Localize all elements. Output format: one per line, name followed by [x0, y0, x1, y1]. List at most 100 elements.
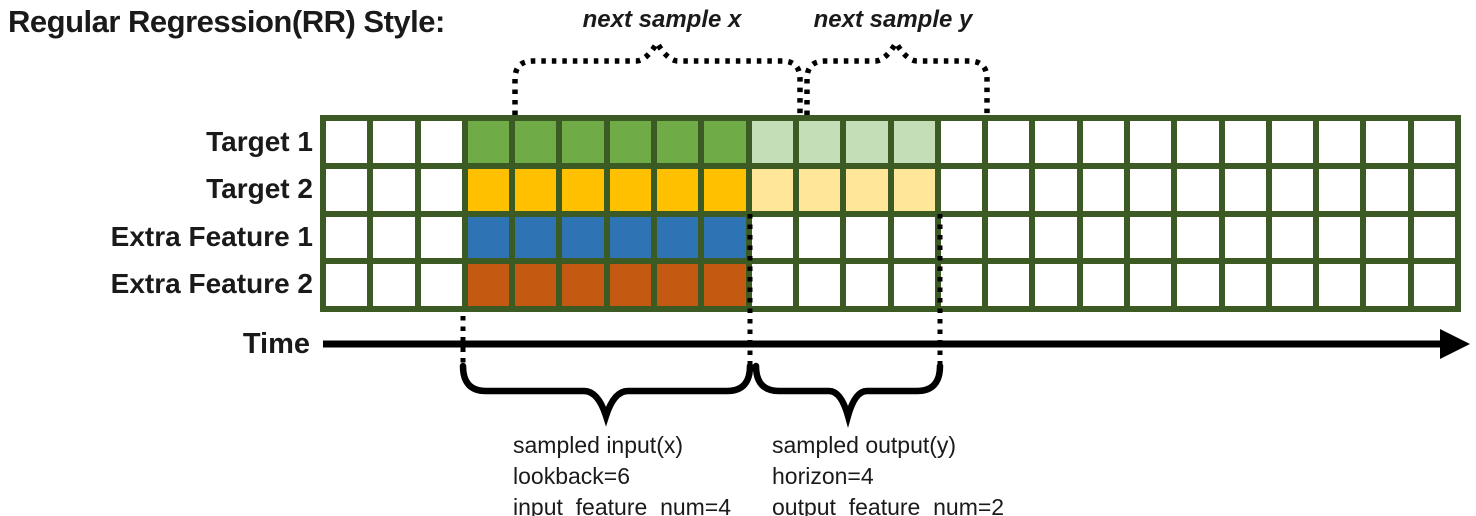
grid-cell [515, 216, 557, 259]
grid-cell [1224, 121, 1266, 163]
grid-cell [326, 168, 368, 211]
grid-cell [940, 216, 983, 259]
grid-cell [1271, 168, 1314, 211]
grid-cell [1366, 264, 1408, 306]
grid-cell [893, 121, 935, 163]
grid-cell [704, 121, 746, 163]
grid-cell [373, 216, 415, 259]
grid-cell [609, 121, 652, 163]
grid-cell [515, 264, 557, 306]
grid-cell [1271, 121, 1314, 163]
lookback-value: lookback=6 [513, 463, 630, 489]
grid-cell [657, 121, 699, 163]
next-sample-y-label: next sample y [813, 6, 973, 33]
grid-cell [1319, 216, 1361, 259]
row-label-extra-feature-2: Extra Feature 2 [110, 268, 313, 299]
grid-cell [1082, 121, 1124, 163]
grid-cell [1224, 264, 1266, 306]
sampled-input-brace [459, 362, 754, 427]
grid-cell [751, 216, 793, 259]
grid-cell [940, 264, 983, 306]
grid-cell [420, 168, 462, 211]
grid-cell [1177, 216, 1219, 259]
grid-cell [704, 264, 746, 306]
next-sample-x-label: next sample x [582, 6, 742, 33]
sampled-output-annotation: sampled output(y) horizon=4 output_featu… [772, 430, 1004, 516]
grid-cell [1129, 121, 1172, 163]
grid-cell [467, 168, 510, 211]
grid-cell [1177, 264, 1219, 306]
grid-cell [1366, 168, 1408, 211]
grid-cell [467, 264, 510, 306]
grid-cell [1129, 168, 1172, 211]
grid-cell [1129, 264, 1172, 306]
grid-cell [940, 121, 983, 163]
grid-cell [373, 264, 415, 306]
grid-cell [988, 168, 1030, 211]
grid-cell [373, 121, 415, 163]
grid-cell [1129, 216, 1172, 259]
grid-cell [1271, 216, 1314, 259]
grid-cell [988, 216, 1030, 259]
grid-cell [420, 121, 462, 163]
grid-cell [1319, 264, 1361, 306]
grid-cell [893, 216, 935, 259]
input-feature-num-value: input_feature_num=4 [513, 494, 732, 516]
grid-cell [846, 264, 888, 306]
grid-cell [657, 216, 699, 259]
grid-cell [1082, 264, 1124, 306]
grid-cell [515, 168, 557, 211]
grid-cell [1319, 121, 1361, 163]
grid-cell [1082, 168, 1124, 211]
grid-cell [515, 121, 557, 163]
grid-cell [798, 121, 841, 163]
grid-cell [988, 264, 1030, 306]
time-axis-label: Time [242, 328, 310, 360]
row-label-target-2: Target 2 [206, 173, 313, 204]
grid-cell [704, 216, 746, 259]
grid-cell [1177, 168, 1219, 211]
grid-cell [893, 168, 935, 211]
grid-cell [1082, 216, 1124, 259]
grid-cell [326, 264, 368, 306]
grid-cell [846, 121, 888, 163]
grid [320, 115, 1461, 312]
grid-cell [1366, 121, 1408, 163]
grid-cell [467, 216, 510, 259]
grid-cell [1224, 216, 1266, 259]
grid-cell [893, 264, 935, 306]
grid-cell [562, 216, 604, 259]
sampled-output-brace [752, 362, 944, 429]
grid-cell [798, 216, 841, 259]
grid-cell [326, 121, 368, 163]
grid-cell [988, 121, 1030, 163]
grid-cell [609, 264, 652, 306]
grid-cell [609, 168, 652, 211]
output-feature-num-value: output_feature_num=2 [772, 494, 1005, 516]
grid-cell [1177, 121, 1219, 163]
time-axis-arrow [323, 329, 1470, 359]
grid-cell [1271, 264, 1314, 306]
grid-cell [1035, 121, 1077, 163]
grid-cell [467, 121, 510, 163]
grid-cell [1413, 168, 1455, 211]
grid-cell [1035, 264, 1077, 306]
grid-cell [657, 168, 699, 211]
grid-cell [562, 264, 604, 306]
grid-cell [751, 264, 793, 306]
next-sample-x-brace [512, 37, 803, 115]
grid-cell [562, 121, 604, 163]
page-title: Regular Regression(RR) Style: [8, 4, 445, 39]
sampled-input-annotation: sampled input(x) lookback=6 input_featur… [513, 430, 731, 516]
grid-cell [562, 168, 604, 211]
grid-cell [846, 216, 888, 259]
grid-cell [704, 168, 746, 211]
next-sample-y-brace [804, 37, 990, 115]
grid-cell [846, 168, 888, 211]
grid-cell [420, 264, 462, 306]
grid-cell [1413, 121, 1455, 163]
grid-cell [1366, 216, 1408, 259]
sampled-input-title: sampled input(x) [513, 432, 684, 458]
grid-cell [798, 264, 841, 306]
